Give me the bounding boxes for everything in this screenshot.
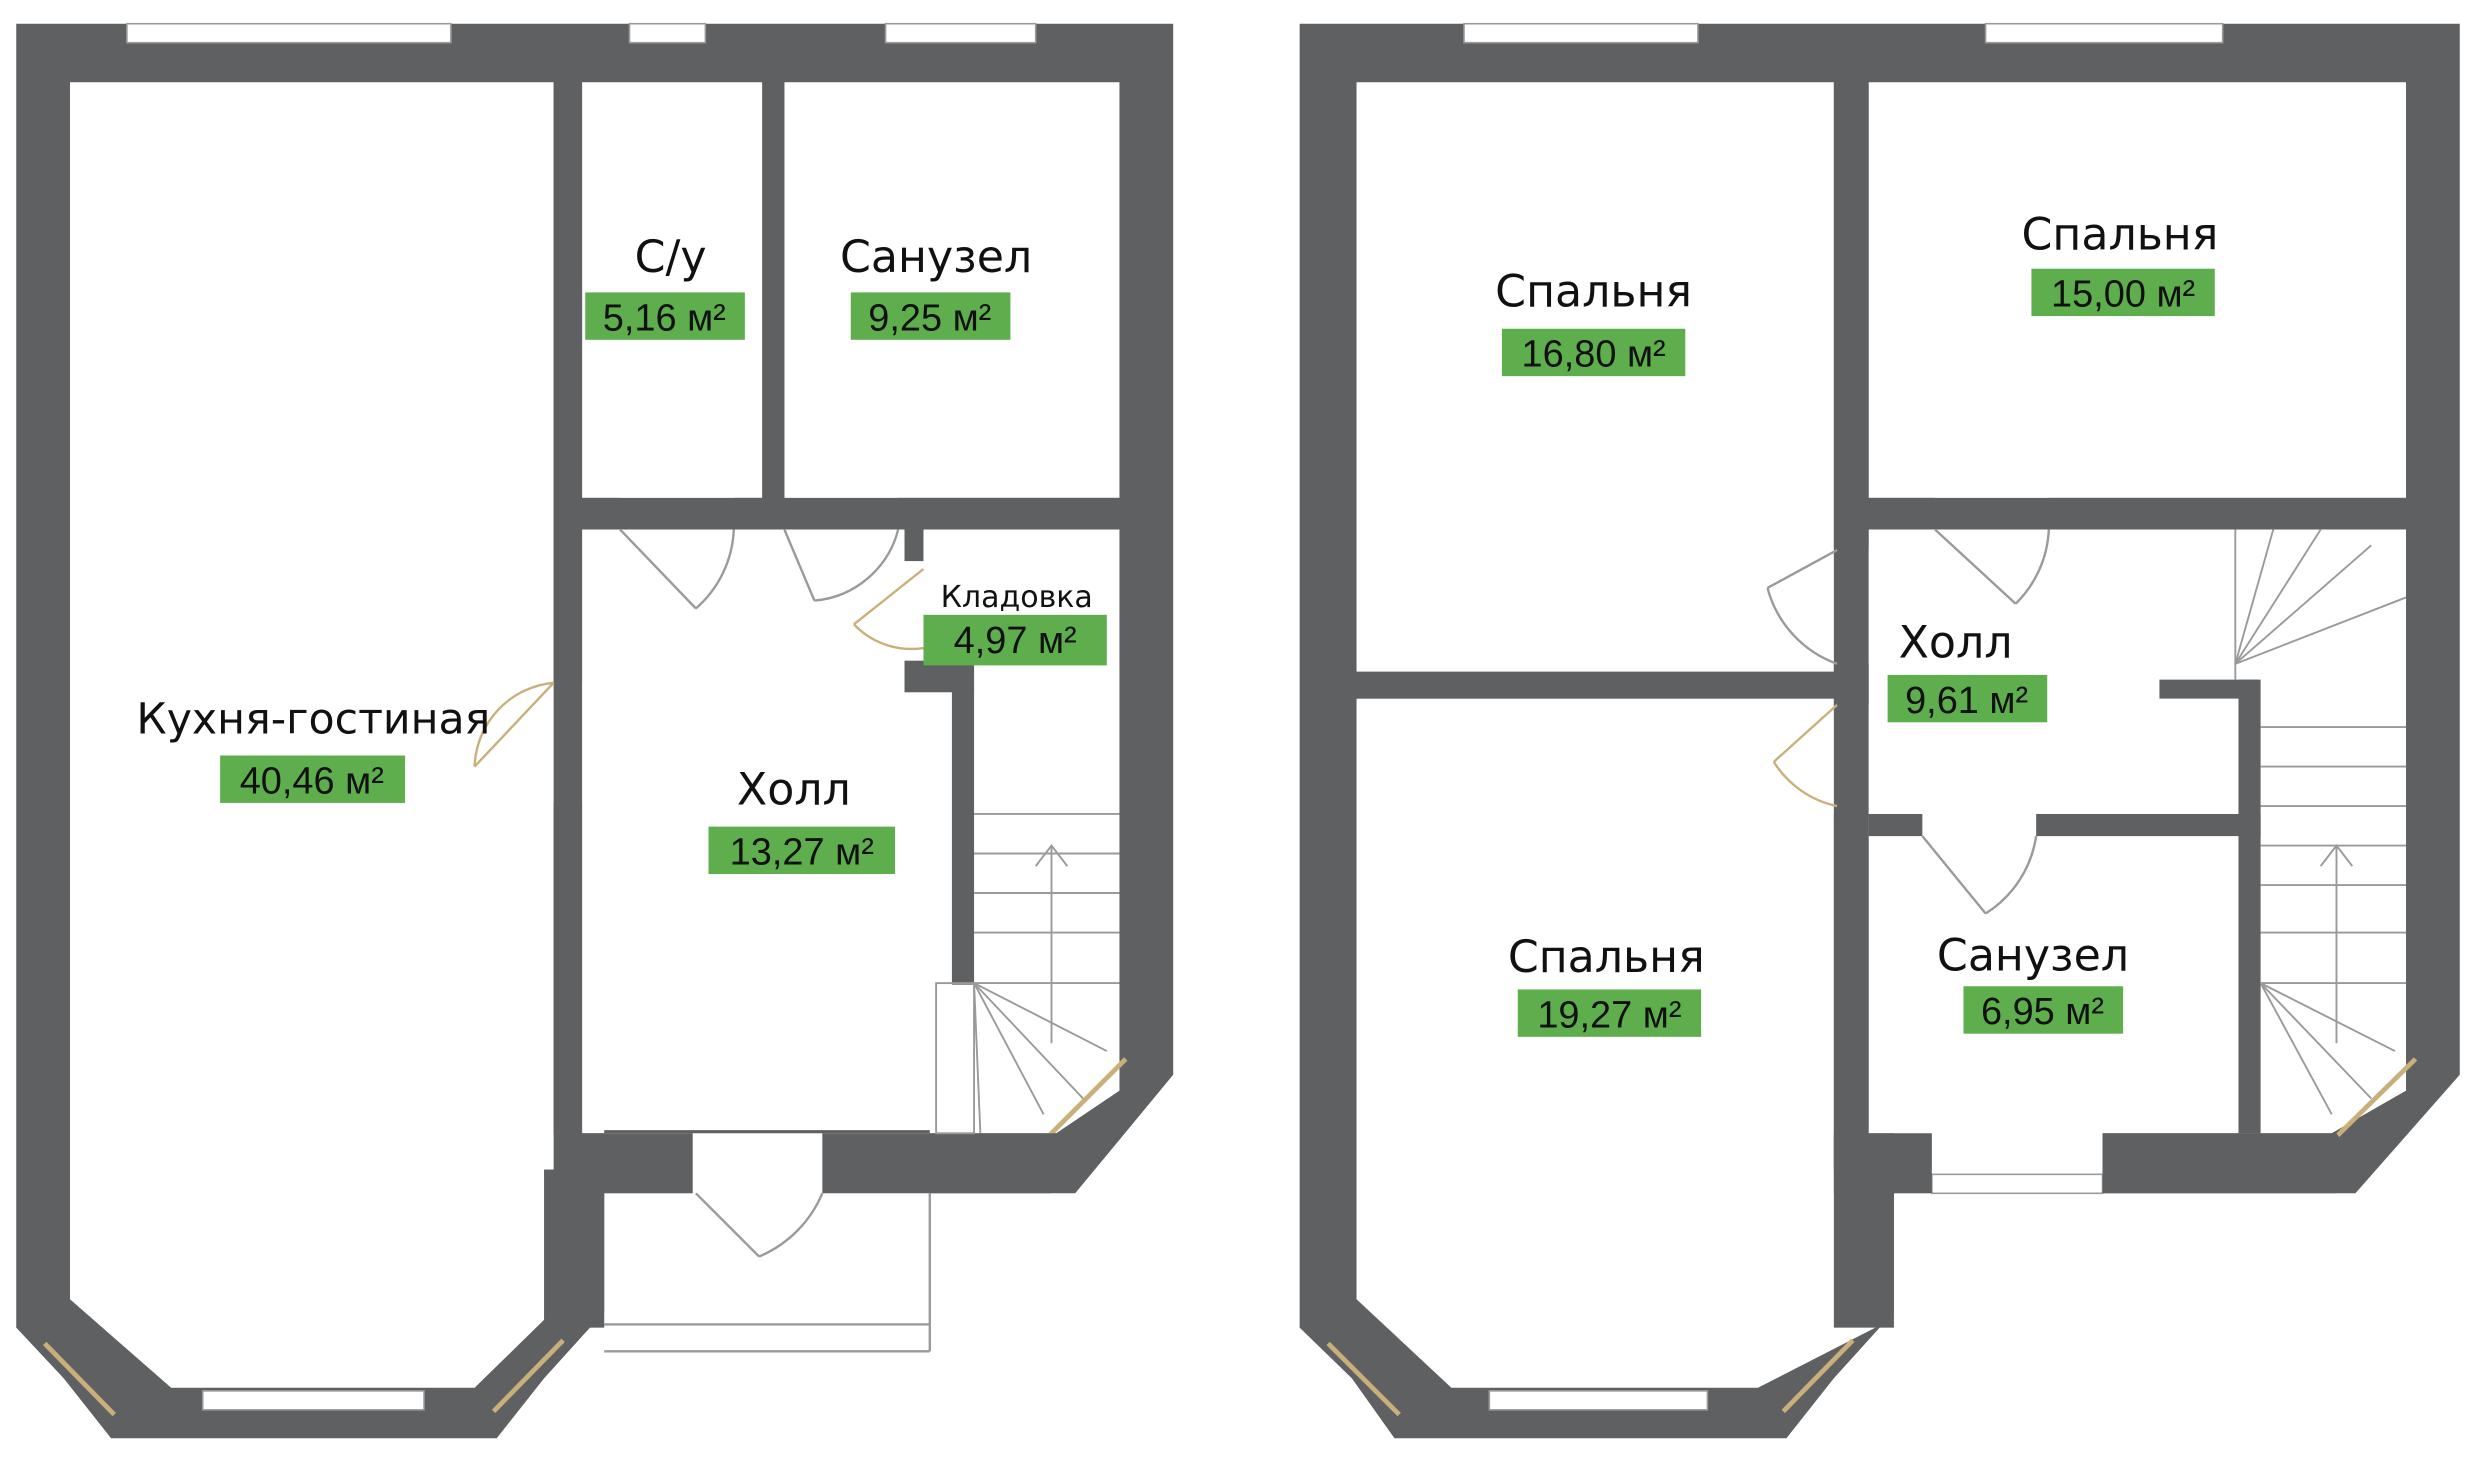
area-badge-hall-2 [1887,674,2048,723]
window2-top-2 [1984,22,2224,44]
room-area-hall-1: 13,27 м² [730,832,874,874]
floor-2-stairs [2234,528,2407,1115]
wall2-vertical-mid [1833,663,1869,705]
wall2-hall-top-2 [2048,497,2407,530]
door-kitchen [473,681,555,768]
floor-1-stairs [935,813,1120,1135]
door2-bath [1921,835,2038,915]
room-area-cu: 5,16 м² [603,297,726,339]
wall-porch-left [544,1169,605,1328]
area-badge-storage [923,614,1107,666]
door-storage [853,568,925,651]
room-label-bedroom-2: Спальня [2022,210,2219,261]
room-area-bathroom-2: 6,95 м² [1981,991,2104,1033]
room-area-kitchen: 40,46 м² [240,760,384,802]
window-top-2 [628,22,707,44]
wall-front-right [822,1133,1076,1194]
wall-storage-left [904,529,924,562]
bay2-window-left [1326,1341,1401,1417]
area-badge-bedroom-3 [1517,989,1702,1037]
wall-kitchen-hall [553,82,583,683]
wall2-bath-top-1 [1868,813,1923,837]
area-badge-cu [585,292,745,340]
area-badge-kitchen [220,755,406,803]
room-area-bedroom-2: 15,00 м² [2051,274,2195,316]
area-badge-bedroom-1 [1501,328,1686,377]
wall2-bath-top-2 [2036,813,2261,837]
window2-bath [1931,1173,2104,1195]
area-badge-hall-1 [708,826,896,875]
wall-cu-sanuzel [762,82,785,530]
wall-bath-bottom-2 [733,497,785,530]
bay-window-right [491,1338,565,1414]
door-cu [619,528,735,610]
door2-bedroom-bottom [1772,704,1838,808]
room-area-bedroom-1: 16,80 м² [1522,334,1666,376]
window2-bottom [1488,1390,1709,1411]
wall-stair-left [951,660,975,985]
wall-bath-bottom-1 [582,497,621,530]
wall2-stair-landing [2159,679,2258,699]
wall-kitchen-hall-low [553,802,583,1135]
room-label-bedroom-1: Спальня [1495,267,1692,318]
room-label-storage: Кладовка [941,580,1093,615]
room-label-hall-2: Холл [1899,618,2013,669]
room-label-kitchen: Кухня-гостиная [136,694,490,744]
door2-bedroom-top [1766,548,1838,665]
room-area-sanuzel: 9,25 м² [868,297,991,339]
floor-2-plan: Спальня 16,80 м² Спальня 15,00 м² Холл 9… [1299,22,2460,1439]
room-area-storage: 4,97 м² [954,620,1077,662]
wall2-porch-left [1833,1169,1894,1328]
room-label-bathroom-2: Санузел [1937,930,2129,981]
wall2-hall-top-1 [1868,497,1936,530]
wall2-bedrooms-divider [1356,671,1834,699]
wall2-bath-bottom-right [2102,1133,2359,1194]
room-label-cu: С/у [635,232,707,283]
bay2-window-right [1781,1338,1855,1414]
wall-bath-bottom-3 [898,497,1120,530]
bay-window-left [42,1341,116,1417]
wall2-stair-left [2238,679,2261,1134]
bay2-window-stair [2330,1057,2418,1143]
wall2-vertical-low [1833,813,1869,1170]
door-entrance [695,1192,824,1258]
room-area-hall-2: 9,61 м² [1905,680,2028,722]
window-top-3 [884,22,1037,44]
window-top-1 [126,22,452,44]
wall2-vertical [1833,82,1869,549]
door2-bedroom-top-right [1934,528,2051,605]
room-label-hall-1: Холл [737,764,851,815]
bay-window-stair [1041,1057,1128,1143]
room-label-bedroom-3: Спальня [1508,932,1705,983]
floor-1-plan: Кухня-гостиная 40,46 м² С/у 5,16 м² Сану… [16,22,1174,1439]
area-badge-bathroom-2 [1963,986,2124,1034]
room-label-sanuzel: Санузел [840,232,1032,283]
window2-top-1 [1463,22,1699,44]
window-bottom [201,1390,425,1411]
room-area-bedroom-3: 19,27 м² [1537,994,1681,1036]
door-sanuzel [783,529,900,602]
area-badge-bedroom-2 [2031,268,2215,317]
area-badge-sanuzel [850,292,1011,340]
